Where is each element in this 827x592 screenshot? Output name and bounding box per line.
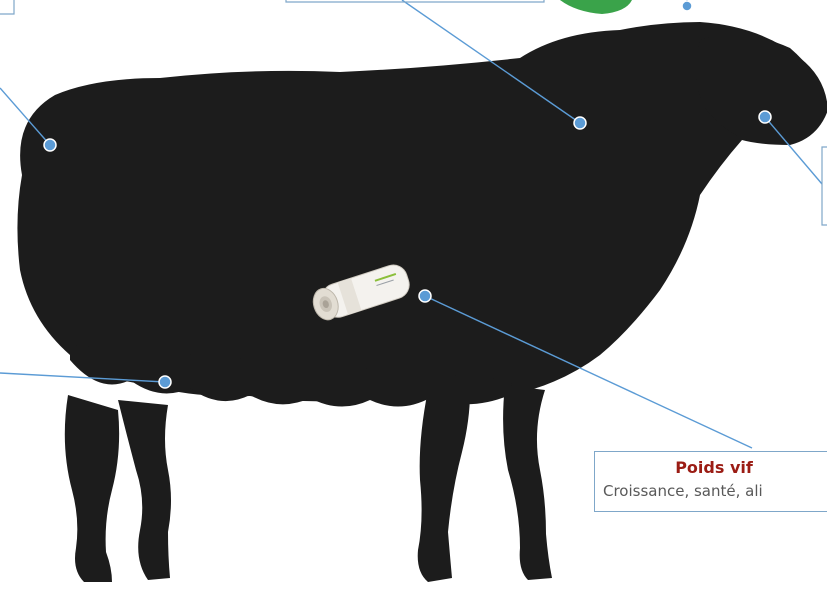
anchor-dot-belly — [159, 376, 171, 388]
anchor-dot-head — [759, 111, 771, 123]
anchor-dot-back — [574, 117, 586, 129]
live-weight-description: Croissance, santé, ali — [603, 482, 763, 500]
callout-box-top-center — [286, 0, 544, 2]
anchor-dot-weight — [419, 290, 431, 302]
green-logo-fragment — [560, 0, 632, 14]
anchor-dot-rump — [44, 139, 56, 151]
live-weight-title: Poids vif — [595, 458, 827, 477]
live-weight-callout: Poids vif Croissance, santé, ali — [594, 451, 827, 512]
anchor-dot-top — [682, 1, 692, 11]
callout-box-right — [822, 147, 827, 225]
callout-box-top-left — [0, 0, 14, 14]
